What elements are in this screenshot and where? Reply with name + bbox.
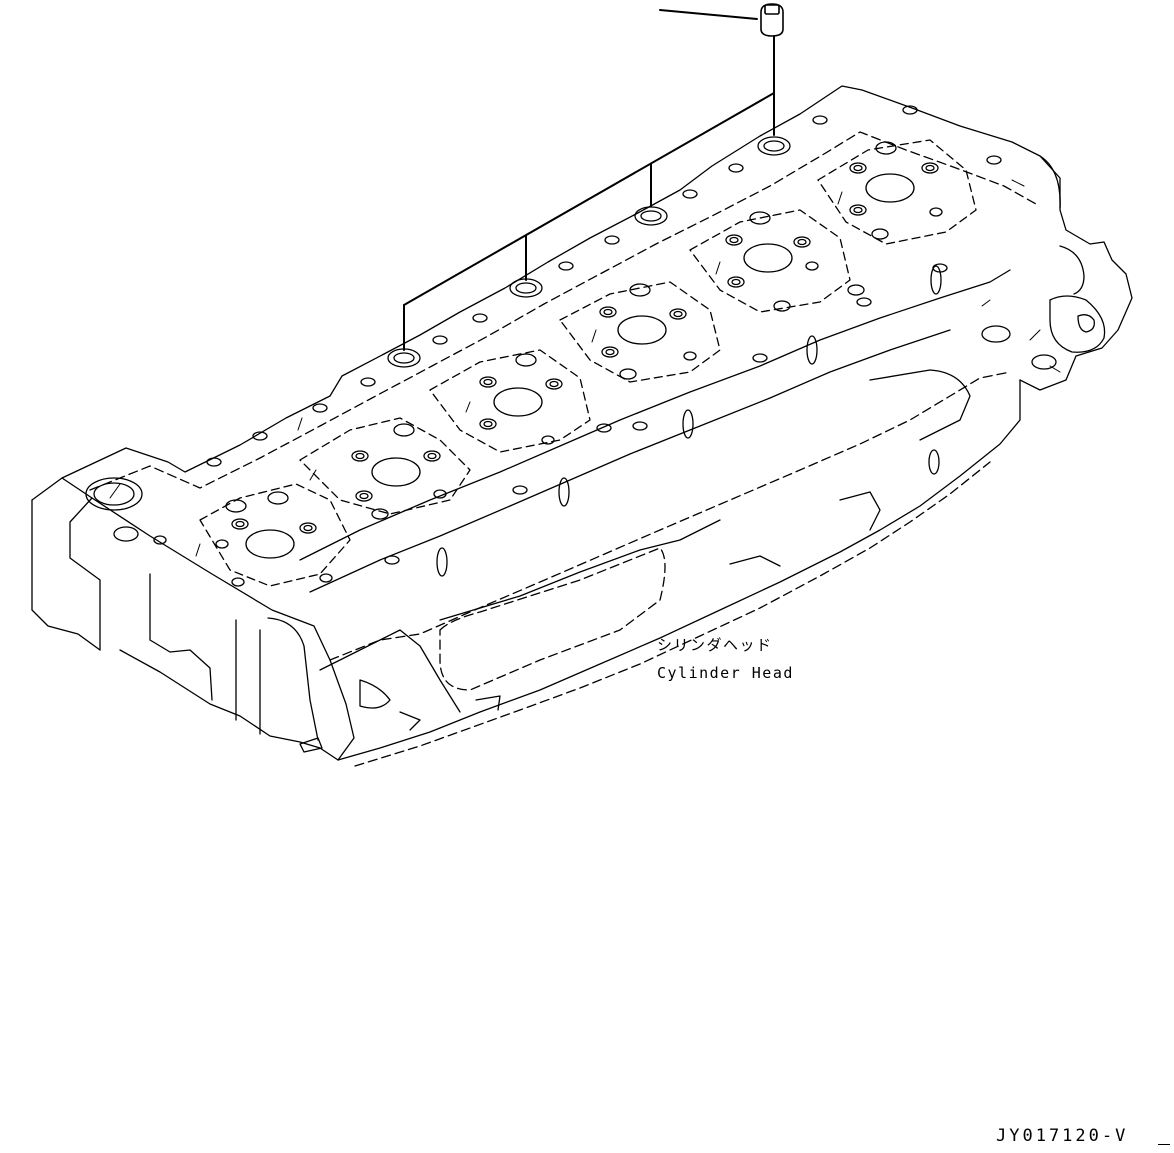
part-label-english: Cylinder Head — [657, 664, 794, 682]
side-ports — [436, 265, 942, 577]
plug-icon — [760, 3, 784, 37]
cylinder-ports — [199, 139, 977, 587]
head-bolt-bosses — [85, 136, 1057, 542]
detail-strokes — [109, 179, 1061, 557]
corner-mark — [1158, 1144, 1170, 1145]
drawing-code: JY017120-V — [996, 1126, 1129, 1146]
cylinder-head-body — [31, 85, 1133, 767]
edge-holes — [153, 105, 1002, 587]
part-label-japanese: シリンダヘッド — [657, 636, 773, 654]
leader-lines — [403, 9, 775, 351]
